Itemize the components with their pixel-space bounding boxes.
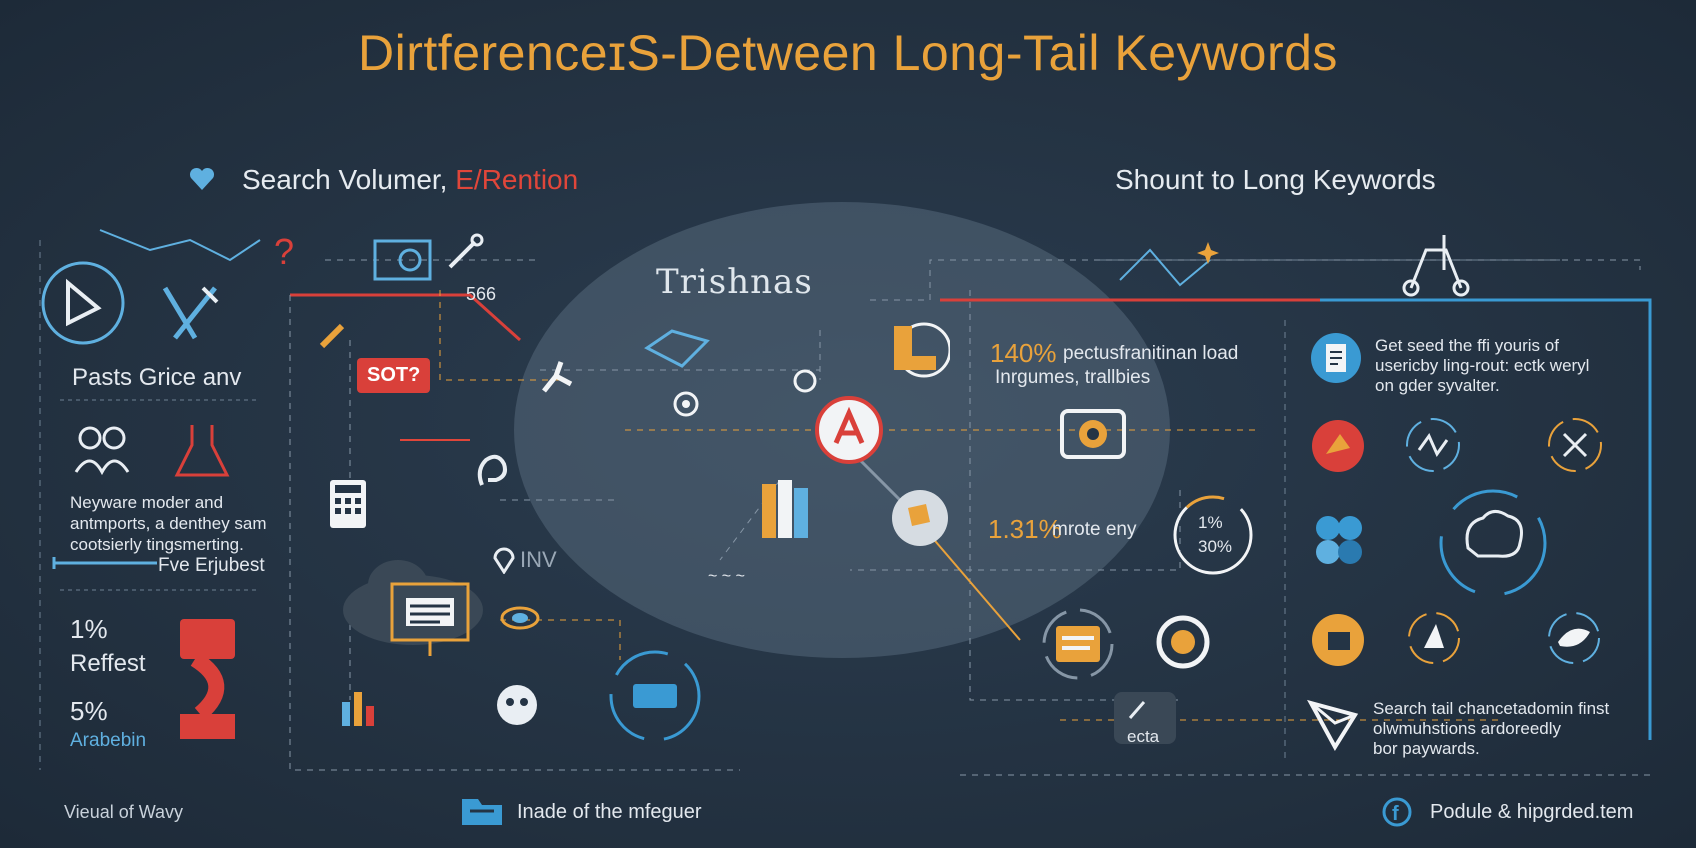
brain-icon: [474, 450, 510, 495]
left-header: Search Volumer, E/Rention: [242, 164, 578, 196]
sot-badge: SOT?: [357, 358, 431, 393]
left-header-prefix: Search Volumer,: [242, 164, 448, 195]
question-icon: ?: [270, 231, 300, 277]
runner-icon: [536, 356, 576, 401]
right-top-text: Get seed the ffi youris of usericby ling…: [1375, 336, 1590, 395]
calculator-icon: [328, 478, 368, 535]
flask-icon: [172, 420, 232, 485]
footer-right: Podule & hipgrded.tem: [1430, 801, 1634, 823]
left-header-accent: E/Rention: [455, 164, 579, 195]
footer-center: Inade of the mfeguer: [517, 801, 702, 823]
page-title: DirtferenceɪS-Detween Long-Tail Keywords: [358, 25, 1338, 81]
arrow-icon: [52, 556, 162, 574]
facebook-icon: f: [1382, 797, 1412, 832]
sail-icon: [1406, 610, 1462, 671]
gear-icon: [500, 606, 540, 635]
left-stat-2-label: Arabebin: [70, 730, 147, 751]
eye-icon: [792, 368, 818, 399]
stat-a-text: pectusfranitinan load Inrgumes, trallbie…: [995, 343, 1239, 388]
bird-icon: [1546, 610, 1602, 671]
bike-icon: [1396, 230, 1476, 305]
ring-top-value: 1%: [1198, 513, 1223, 532]
stat-b-text: mrote eny: [1052, 519, 1137, 540]
inv-label: INV: [520, 547, 557, 572]
document-icon: [390, 582, 470, 663]
progress-ring-icon: [1168, 490, 1258, 585]
left-arrow-label: Fve Erjubest: [158, 555, 265, 576]
sparkle-icon: [1195, 240, 1221, 271]
camera-icon: [1058, 405, 1128, 466]
boot-icon: [886, 316, 952, 385]
wrench-icon: [445, 232, 485, 277]
cube-icon: [1305, 695, 1361, 756]
ring-bottom-value: 30%: [1198, 537, 1233, 556]
svg-text:f: f: [1392, 803, 1399, 825]
target-icon: [1155, 614, 1211, 675]
brain-lightbulb-icon: [1438, 488, 1548, 603]
heart-icon: [188, 166, 216, 197]
ship-icon: [38, 258, 128, 353]
ecta-label: ecta: [1127, 727, 1160, 746]
bar-chart-icon: [340, 690, 380, 731]
tools-icon: [155, 278, 225, 353]
web-icon: [1546, 416, 1604, 479]
left-stat-2: 5%: [70, 696, 108, 726]
location-pin-icon: [492, 544, 516, 579]
number-566: 566: [466, 284, 497, 304]
medal-icon: [1310, 612, 1366, 673]
circle-node-icon: [672, 390, 700, 423]
hub-icon: [814, 395, 884, 470]
books-icon: [760, 476, 810, 545]
folder-icon: [460, 797, 504, 832]
folder-stack-icon: [1040, 606, 1116, 687]
dots-icon: [1312, 512, 1366, 573]
left-stat-1: 1%: [70, 614, 108, 644]
right-header: Shount to Long Keywords: [1115, 164, 1436, 195]
pencil-icon: [318, 320, 348, 355]
stat-b-value: 1.31%: [988, 514, 1062, 544]
chip-icon: [890, 488, 950, 553]
tag-icon: [605, 646, 705, 751]
stat-a-value: 140%: [990, 338, 1057, 368]
pulse-icon: [1404, 416, 1462, 479]
left-stat-1-label: Reffest: [70, 650, 146, 677]
robot-icon: [492, 680, 542, 735]
left-label-1: Pasts Grice anv: [72, 364, 242, 391]
monitor-icon: [370, 236, 440, 297]
ecta-icon: [1110, 688, 1180, 753]
leaf-icon: [1310, 418, 1366, 479]
footer-left: Vieual of Wavy: [64, 802, 184, 822]
clipboard-icon: [1310, 332, 1362, 389]
people-icon: [72, 422, 132, 483]
right-bottom-text: Search tail chancetadomin finst olwmuhst…: [1373, 699, 1610, 758]
center-label: Trishnas: [656, 262, 813, 302]
shield-icon: [642, 326, 712, 375]
svg-text:?: ?: [274, 232, 294, 272]
center-small-label: ~ ~ ~: [708, 568, 745, 585]
left-description: Neyware moder and antmports, a denthey s…: [70, 493, 267, 554]
chain-icon: [175, 614, 245, 749]
